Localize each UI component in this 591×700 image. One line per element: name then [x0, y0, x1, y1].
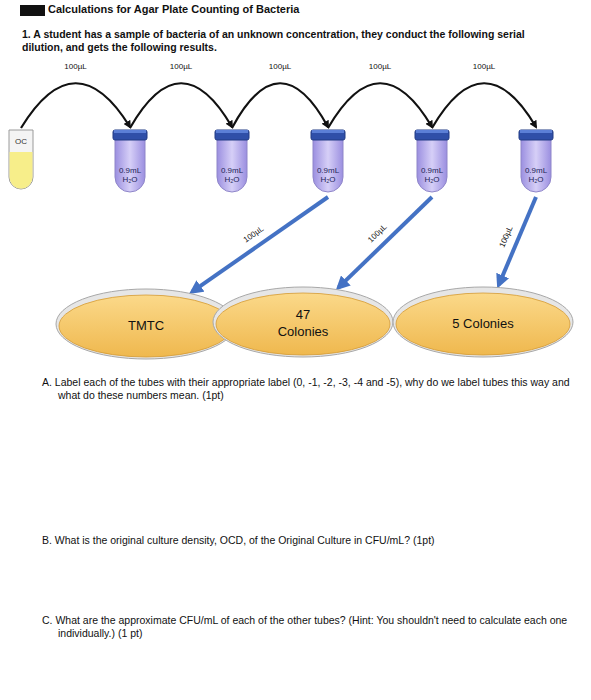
text-holder: TMTC — [55, 318, 237, 335]
tube-label: 0.9mL H₂O — [311, 166, 345, 184]
agar-plate: TMTC — [55, 288, 237, 360]
tube-cap — [519, 130, 553, 140]
agar-surface — [216, 293, 390, 355]
cap-shine — [312, 130, 344, 133]
plating-arrow — [339, 197, 432, 287]
text-holder: 0.9mL H₂O — [415, 166, 449, 184]
agar-surface — [396, 293, 570, 355]
redaction-block — [20, 5, 45, 16]
transfer-arrow — [232, 83, 328, 128]
test-tube: 0.9mL H₂O — [215, 128, 249, 194]
question-text: A. Label each of the tubes with their ap… — [42, 376, 578, 402]
volume-label: 100µL — [268, 63, 292, 72]
volume-label: 100µL — [169, 63, 193, 72]
cap-shine — [520, 130, 552, 133]
tube-cap — [415, 130, 449, 140]
plate-rim — [56, 289, 236, 359]
tube-body — [115, 138, 145, 192]
colony-count: TMTC — [114, 318, 178, 335]
tube-label: 0.9mL H₂O — [415, 166, 449, 184]
tube-body — [521, 138, 551, 192]
agar-plate: 47 Colonies — [212, 286, 394, 358]
colony-count: 5 Colonies — [451, 316, 515, 333]
question-text: B. What is the original culture density,… — [42, 534, 578, 547]
cap-shine — [416, 130, 448, 133]
tube-body — [9, 130, 33, 189]
page-title: Calculations for Agar Plate Counting of … — [48, 3, 299, 17]
agar-plate: 5 Colonies — [392, 286, 574, 358]
plate-rim — [393, 287, 573, 357]
tube-label: OC — [8, 137, 34, 146]
transfer-arrow — [21, 83, 130, 128]
tube-label: 0.9mL H₂O — [215, 166, 249, 184]
agar-surface — [59, 295, 233, 357]
text-holder: 0.9mL H₂O — [113, 166, 147, 184]
text-holder: 0.9mL H₂O — [311, 166, 345, 184]
plating-arrow — [499, 197, 536, 285]
tube-label: 0.9mL H₂O — [519, 166, 553, 184]
text-holder: 47 Colonies — [212, 307, 394, 341]
tube-cap — [215, 130, 249, 140]
text-holder: 5 Colonies — [392, 316, 574, 333]
tube-body — [313, 138, 343, 192]
transfer-arrow — [432, 83, 536, 128]
tube-cap — [113, 130, 147, 140]
tube-label: 0.9mL H₂O — [113, 166, 147, 184]
text-holder: OC — [8, 137, 34, 146]
test-tube: OC — [8, 128, 34, 190]
text-holder: 0.9mL H₂O — [519, 166, 553, 184]
volume-label: 100µL — [368, 63, 392, 72]
question-text: 1. A student has a sample of bacteria of… — [22, 28, 552, 54]
volume-label: 100µL — [63, 63, 87, 72]
tube-body — [217, 138, 247, 192]
tube-cap — [311, 130, 345, 140]
culture-liquid — [10, 152, 33, 189]
question-text: C. What are the approximate CFU/mL of ea… — [42, 614, 578, 640]
cap-shine — [114, 130, 146, 133]
test-tube: 0.9mL H₂O — [519, 128, 553, 194]
test-tube: 0.9mL H₂O — [113, 128, 147, 194]
transfer-arrow — [328, 83, 432, 128]
text-holder: 0.9mL H₂O — [215, 166, 249, 184]
plating-arrow — [192, 197, 328, 292]
test-tube: 0.9mL H₂O — [311, 128, 345, 194]
volume-label: 100µL — [472, 63, 496, 72]
plate-rim — [213, 287, 393, 357]
test-tube: 0.9mL H₂O — [415, 128, 449, 194]
colony-count: 47 Colonies — [271, 307, 335, 341]
tube-body — [417, 138, 447, 192]
cap-shine — [216, 130, 248, 133]
transfer-arrow — [130, 83, 232, 128]
